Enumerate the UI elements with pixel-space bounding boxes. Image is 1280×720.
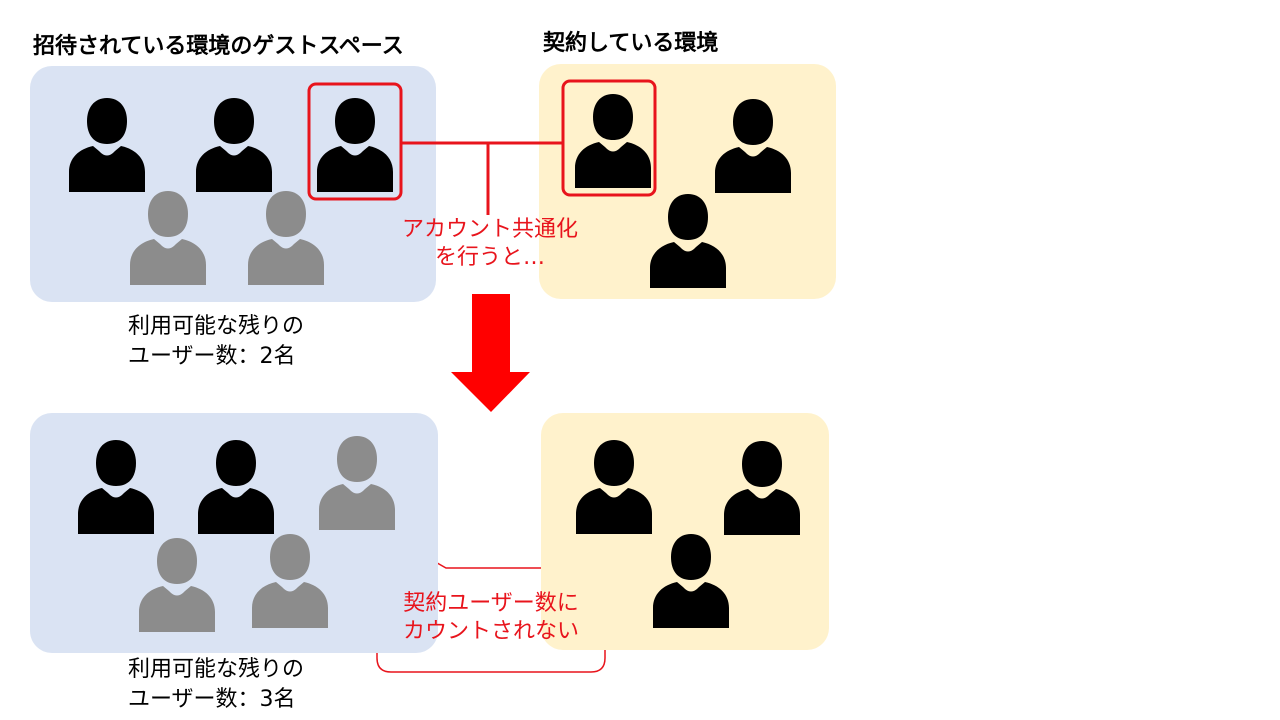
highlight-guest-user <box>307 82 403 201</box>
remaining-users-caption-top: 利用可能な残りの ユーザー数：2名 <box>128 314 305 369</box>
user-icon-inactive <box>317 432 397 532</box>
user-icon-inactive <box>137 534 217 634</box>
callout-text: 契約ユーザー数に カウントされない <box>402 591 579 644</box>
guest-space-title: 招待されている環境のゲストスペース <box>33 34 404 59</box>
user-icon <box>651 530 731 630</box>
user-icon <box>722 437 802 537</box>
annotation-text: アカウント共通化 を行うと… <box>401 217 578 270</box>
user-icon <box>196 436 276 536</box>
account-link-connector <box>401 141 563 215</box>
user-icon <box>574 436 654 536</box>
contract-env-title: 契約している環境 <box>543 31 719 56</box>
arrow-down-icon <box>451 294 530 412</box>
user-icon-inactive <box>250 530 330 630</box>
remaining-users-caption-bottom: 利用可能な残りの ユーザー数：3名 <box>128 657 305 712</box>
highlight-contract-user <box>561 79 657 197</box>
user-icon <box>76 436 156 536</box>
